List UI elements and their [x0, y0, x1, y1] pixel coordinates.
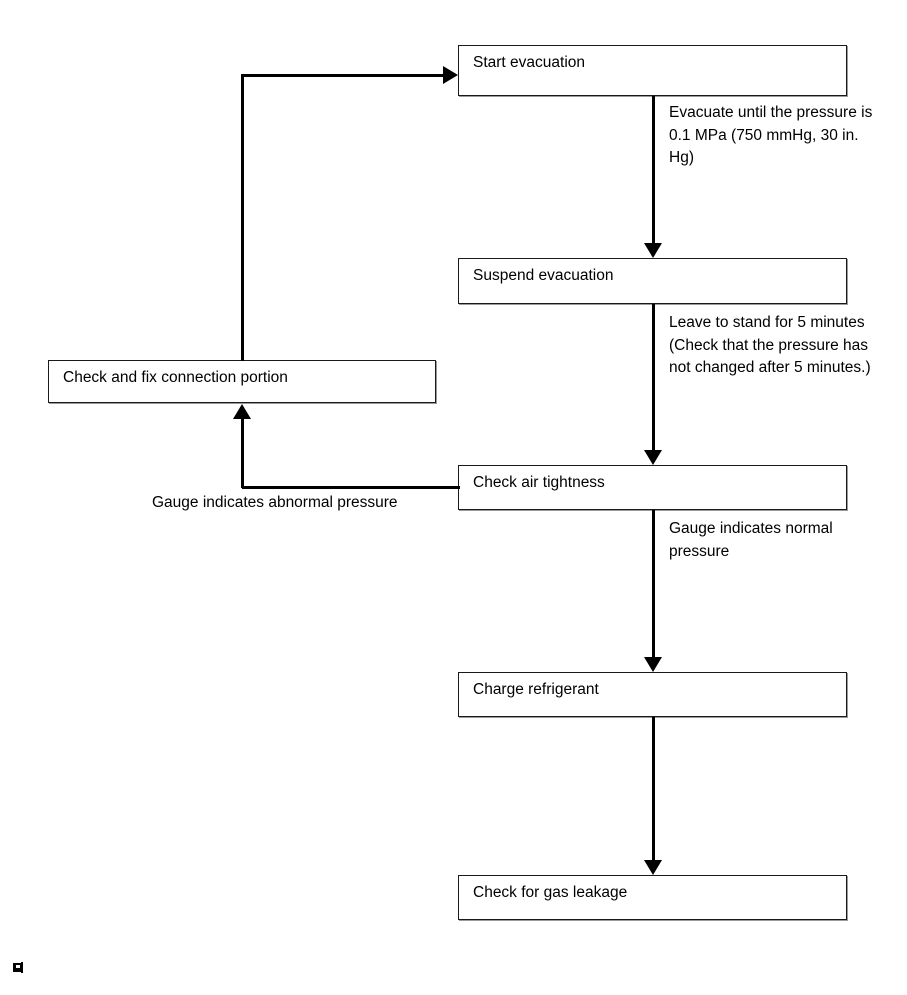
node-check-air-tightness[interactable]: Check air tightness	[458, 465, 847, 510]
connector-fix-to-start-horizontal	[241, 74, 446, 77]
edge-label-normal-pressure: Gauge indicates normal pressure	[669, 520, 833, 560]
node-check-gas-leakage-label: Check for gas leakage	[473, 884, 628, 901]
arrowhead-charge-to-leakage	[644, 860, 662, 875]
node-check-air-tightness-label: Check air tightness	[473, 474, 605, 491]
arrowhead-airtightness-to-charge	[644, 657, 662, 672]
connector-start-to-suspend	[652, 96, 655, 244]
connector-airtightness-to-fix-vertical	[241, 419, 244, 488]
edge-label-abnormal-pressure: Gauge indicates abnormal pressure	[152, 494, 398, 511]
connector-airtightness-to-charge	[652, 510, 655, 658]
node-charge-refrigerant[interactable]: Charge refrigerant	[458, 672, 847, 717]
node-check-fix-connection[interactable]: Check and fix connection portion	[48, 360, 436, 403]
arrowhead-fix-to-start	[443, 66, 458, 84]
edge-label-evacuate-pressure: Evacuate until the pressure is 0.1 MPa (…	[669, 104, 873, 166]
node-charge-refrigerant-label: Charge refrigerant	[473, 681, 599, 698]
edge-label-leave-to-stand: Leave to stand for 5 minutes (Check that…	[669, 314, 871, 376]
arrowhead-airtightness-to-fix	[233, 404, 251, 419]
connector-suspend-to-airtightness	[652, 304, 655, 451]
arrowhead-suspend-to-airtightness	[644, 450, 662, 465]
connector-charge-to-leakage	[652, 717, 655, 861]
node-check-fix-connection-label: Check and fix connection portion	[63, 369, 288, 386]
node-suspend-evacuation-label: Suspend evacuation	[473, 267, 614, 284]
node-check-gas-leakage[interactable]: Check for gas leakage	[458, 875, 847, 920]
page-marker-icon	[13, 962, 23, 973]
node-start-evacuation[interactable]: Start evacuation	[458, 45, 847, 96]
connector-fix-to-start-vertical	[241, 74, 244, 361]
node-start-evacuation-label: Start evacuation	[473, 54, 586, 71]
node-suspend-evacuation[interactable]: Suspend evacuation	[458, 258, 847, 304]
arrowhead-start-to-suspend	[644, 243, 662, 258]
connector-airtightness-to-fix-horizontal	[242, 486, 460, 489]
